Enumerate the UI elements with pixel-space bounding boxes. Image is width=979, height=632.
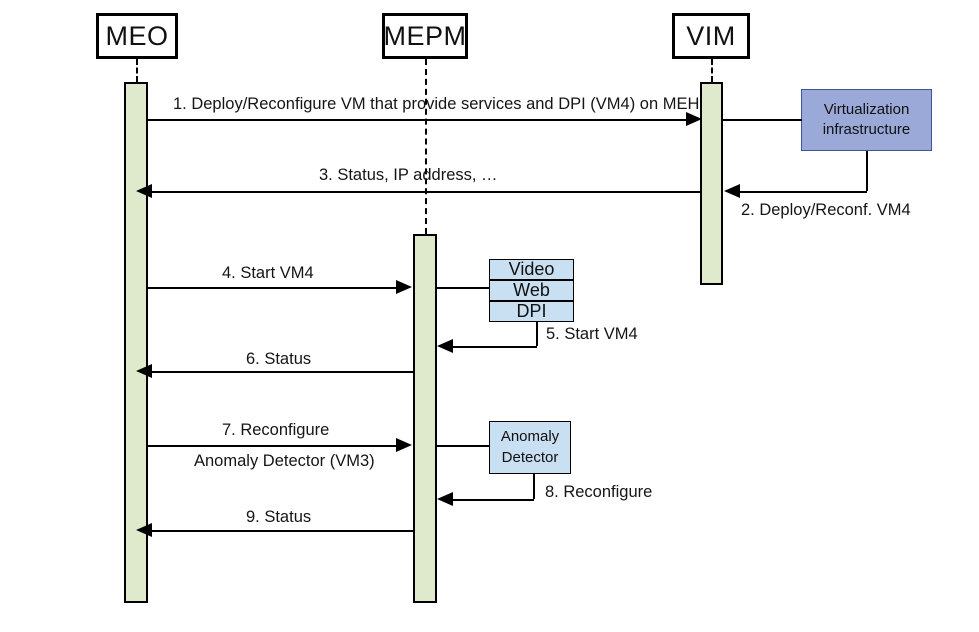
message-3-line bbox=[151, 191, 700, 193]
message-5-vline bbox=[536, 322, 538, 346]
object-service-dpi-label: DPI bbox=[516, 301, 547, 322]
message-2-label: 2. Deploy/Reconf. VM4 bbox=[741, 201, 911, 219]
message-2-vline bbox=[866, 151, 868, 191]
message-7-label: 7. Reconfigure bbox=[222, 421, 330, 439]
participant-meo: MEO bbox=[96, 13, 178, 59]
message-8-arrowhead bbox=[437, 492, 453, 506]
participant-mepm: MEPM bbox=[382, 13, 468, 59]
object-virtualization-infrastructure: Virtualization infrastructure bbox=[801, 89, 932, 151]
vim-infrastructure-connector bbox=[723, 119, 802, 121]
message-9-arrowhead bbox=[136, 523, 152, 537]
object-virtualization-infrastructure-label: Virtualization infrastructure bbox=[822, 100, 911, 138]
message-7-arrowhead bbox=[396, 438, 412, 452]
message-3-label: 3. Status, IP address, … bbox=[319, 166, 498, 184]
message-9-label: 9. Status bbox=[246, 508, 312, 526]
message-1-line bbox=[148, 119, 694, 121]
participant-vim: VIM bbox=[672, 13, 750, 59]
object-service-video-label: Video bbox=[508, 259, 555, 280]
activation-bar-meo bbox=[124, 82, 148, 603]
activation-bar-mepm bbox=[413, 234, 437, 603]
object-service-web-label: Web bbox=[513, 280, 550, 301]
object-service-dpi: DPI bbox=[489, 301, 574, 322]
object-anomaly-detector-label: Anomaly Detector bbox=[500, 428, 560, 466]
participant-mepm-label: MEPM bbox=[383, 20, 467, 51]
message-8-vline bbox=[533, 474, 535, 499]
message-8-line bbox=[452, 499, 534, 501]
object-service-video: Video bbox=[489, 259, 574, 280]
lifeline-meo bbox=[136, 59, 138, 82]
message-4-arrowhead bbox=[396, 280, 412, 294]
message-2-line bbox=[739, 191, 867, 193]
message-2-arrowhead bbox=[724, 184, 740, 198]
message-8-label: 8. Reconfigure bbox=[545, 483, 653, 501]
message-9-line bbox=[151, 530, 413, 532]
message-5-label: 5. Start VM4 bbox=[546, 325, 638, 343]
message-6-label: 6. Status bbox=[246, 350, 312, 368]
message-6-arrowhead bbox=[136, 364, 152, 378]
message-5-line bbox=[452, 346, 537, 348]
mepm-service-stack-connector bbox=[437, 287, 490, 289]
message-7-line bbox=[148, 445, 397, 447]
lifeline-vim bbox=[711, 59, 713, 82]
message-3-arrowhead bbox=[136, 184, 152, 198]
message-1-arrowhead bbox=[686, 112, 702, 126]
lifeline-mepm bbox=[425, 59, 427, 234]
message-4-line bbox=[148, 287, 397, 289]
message-5-arrowhead bbox=[437, 339, 453, 353]
participant-meo-label: MEO bbox=[105, 20, 169, 51]
message-6-line bbox=[151, 371, 413, 373]
object-anomaly-detector: Anomaly Detector bbox=[489, 421, 571, 474]
message-1-label: 1. Deploy/Reconfigure VM that provide se… bbox=[173, 95, 700, 113]
message-4-label: 4. Start VM4 bbox=[222, 264, 314, 282]
mepm-anomaly-detector-connector bbox=[437, 445, 490, 447]
activation-bar-vim bbox=[700, 82, 723, 285]
message-7-label-line2: Anomaly Detector (VM3) bbox=[194, 452, 375, 470]
object-service-web: Web bbox=[489, 280, 574, 301]
participant-vim-label: VIM bbox=[686, 20, 736, 51]
